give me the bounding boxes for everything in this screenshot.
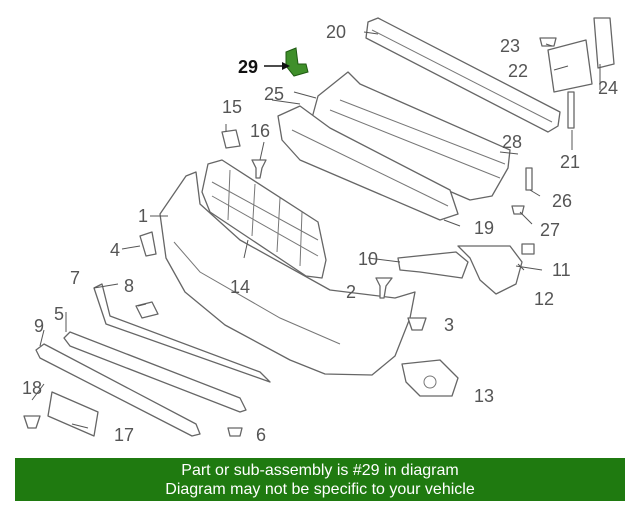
callout-23: 23 — [500, 36, 520, 56]
callout-19: 19 — [474, 218, 494, 238]
leader-lines — [31, 31, 601, 429]
part-26-bolt[interactable] — [525, 167, 533, 191]
part-29-highlighted[interactable] — [285, 47, 309, 77]
callout-24: 24 — [598, 78, 618, 98]
callout-17: 17 — [114, 425, 134, 445]
callout-27: 27 — [540, 220, 560, 240]
part-15-bracket[interactable] — [221, 129, 241, 149]
part-22-bracket[interactable] — [547, 39, 593, 93]
part-20-reinforcement[interactable] — [365, 17, 561, 133]
part-14-grille[interactable] — [201, 159, 327, 279]
callout-6: 6 — [256, 425, 266, 445]
callout-22: 22 — [508, 61, 528, 81]
callout-9: 9 — [34, 316, 44, 336]
part-1-bumper-cover[interactable] — [159, 171, 416, 376]
part-6-bolt[interactable] — [227, 427, 243, 437]
part-8-clip[interactable] — [135, 301, 159, 319]
callout-5: 5 — [54, 304, 64, 324]
banner-line-part: Part or sub-assembly is #29 in diagram — [181, 462, 459, 479]
callout-25: 25 — [264, 84, 284, 104]
callout-13: 13 — [474, 386, 494, 406]
part-18-bolt[interactable] — [23, 415, 41, 429]
callout-28: 28 — [502, 132, 522, 152]
callout-14: 14 — [230, 277, 250, 297]
part-16-clip[interactable] — [251, 159, 267, 179]
callout-29: 29 — [238, 57, 258, 77]
callout-12: 12 — [534, 289, 554, 309]
callout-4: 4 — [110, 240, 120, 260]
callout-1: 1 — [138, 206, 148, 226]
callout-21: 21 — [560, 152, 580, 172]
callout-26: 26 — [552, 191, 572, 211]
banner-line-disclaimer: Diagram may not be specific to your vehi… — [165, 481, 475, 498]
part-info-banner: Part or sub-assembly is #29 in diagram D… — [15, 458, 625, 501]
part-5-molding[interactable] — [63, 331, 247, 413]
part-27-clip[interactable] — [511, 205, 525, 215]
callout-16: 16 — [250, 121, 270, 141]
part-23-bolt[interactable] — [539, 37, 557, 47]
part-4-bracket[interactable] — [139, 231, 157, 257]
callout-8: 8 — [124, 276, 134, 296]
part-11-bolt[interactable] — [521, 243, 535, 255]
part-13-insert[interactable] — [401, 359, 459, 397]
part-3-grommet[interactable] — [407, 317, 427, 331]
part-12-bracket[interactable] — [457, 245, 523, 295]
part-24-bracket[interactable] — [593, 17, 615, 69]
part-7-molding[interactable] — [93, 283, 271, 383]
callout-2: 2 — [346, 282, 356, 302]
callout-labels: 1 2 3 4 5 6 7 8 9 10 11 12 13 14 15 16 1… — [22, 22, 618, 445]
part-9-molding[interactable] — [35, 343, 201, 437]
callout-11: 11 — [552, 260, 571, 280]
callout-20: 20 — [326, 22, 346, 42]
part-10-trim[interactable] — [397, 251, 469, 279]
part-17-plate-bracket[interactable] — [47, 391, 99, 437]
callout-15: 15 — [222, 97, 242, 117]
part-19-lower-absorber[interactable] — [277, 105, 459, 221]
callout-7: 7 — [70, 268, 80, 288]
part-2-clip[interactable] — [375, 277, 393, 299]
callout-3: 3 — [444, 315, 454, 335]
parts-diagram: 1 2 3 4 5 6 7 8 9 10 11 12 13 14 15 16 1… — [22, 17, 618, 445]
callout-18: 18 — [22, 378, 42, 398]
callout-10: 10 — [358, 249, 378, 269]
part-21-bolt[interactable] — [567, 91, 575, 129]
